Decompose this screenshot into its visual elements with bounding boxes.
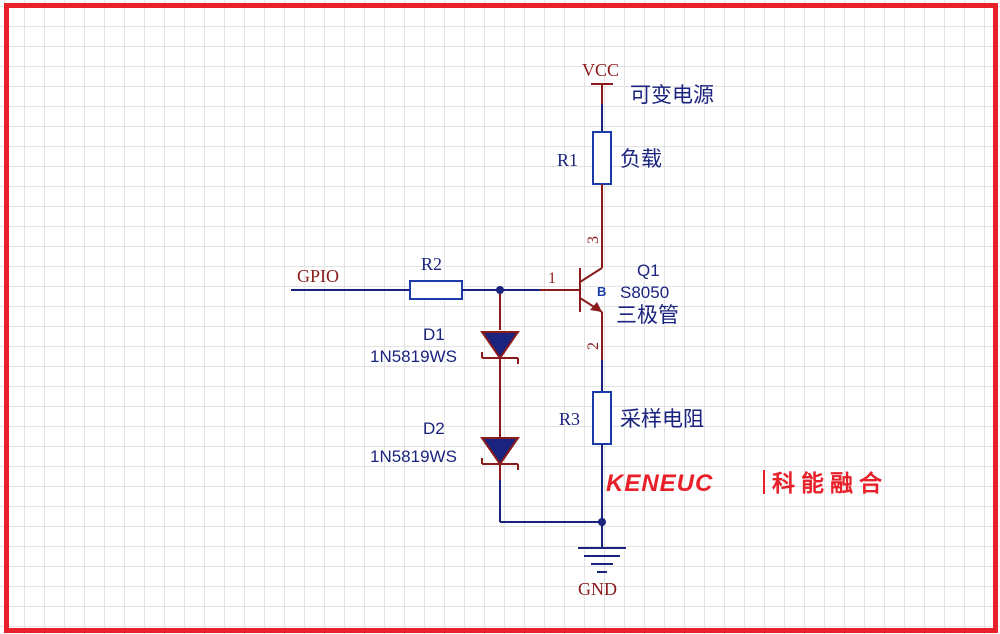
d1-part: 1N5819WS (370, 347, 457, 366)
gnd-label: GND (578, 579, 617, 599)
d1-label: D1 (423, 325, 445, 344)
r3-label: R3 (559, 409, 580, 429)
diode-d1 (480, 331, 520, 364)
brand-cn: 科能融合 (772, 470, 888, 497)
r2-label: R2 (421, 254, 442, 274)
d2-part: 1N5819WS (370, 447, 457, 466)
drawing-border (4, 3, 998, 633)
gnd-symbol (578, 547, 626, 573)
q1-part: S8050 (620, 283, 669, 302)
brand-watermark: KENEUC 科能融合 (606, 470, 888, 497)
junction-base (496, 286, 504, 294)
q1-note: 三极管 (616, 303, 679, 327)
transistor-q1: B (579, 267, 606, 313)
pin1-label: 1 (548, 270, 556, 287)
vcc-symbol (591, 83, 613, 104)
vcc-label: VCC (582, 60, 619, 80)
d2-label: D2 (423, 419, 445, 438)
pin2-label: 2 (585, 342, 602, 350)
brand-logo: KENEUC (606, 470, 713, 497)
gpio-label: GPIO (297, 266, 339, 286)
pin3-label: 3 (585, 236, 602, 244)
resistor-r3 (592, 391, 612, 445)
resistor-r1 (592, 131, 612, 185)
svg-text:B: B (597, 284, 606, 299)
vcc-note: 可变电源 (630, 83, 714, 107)
q1-label: Q1 (637, 261, 660, 280)
r3-note: 采样电阻 (620, 407, 704, 431)
junction-ground (598, 518, 606, 526)
resistor-r2 (409, 280, 463, 300)
r1-label: R1 (557, 150, 578, 170)
r1-note: 负载 (620, 147, 662, 171)
